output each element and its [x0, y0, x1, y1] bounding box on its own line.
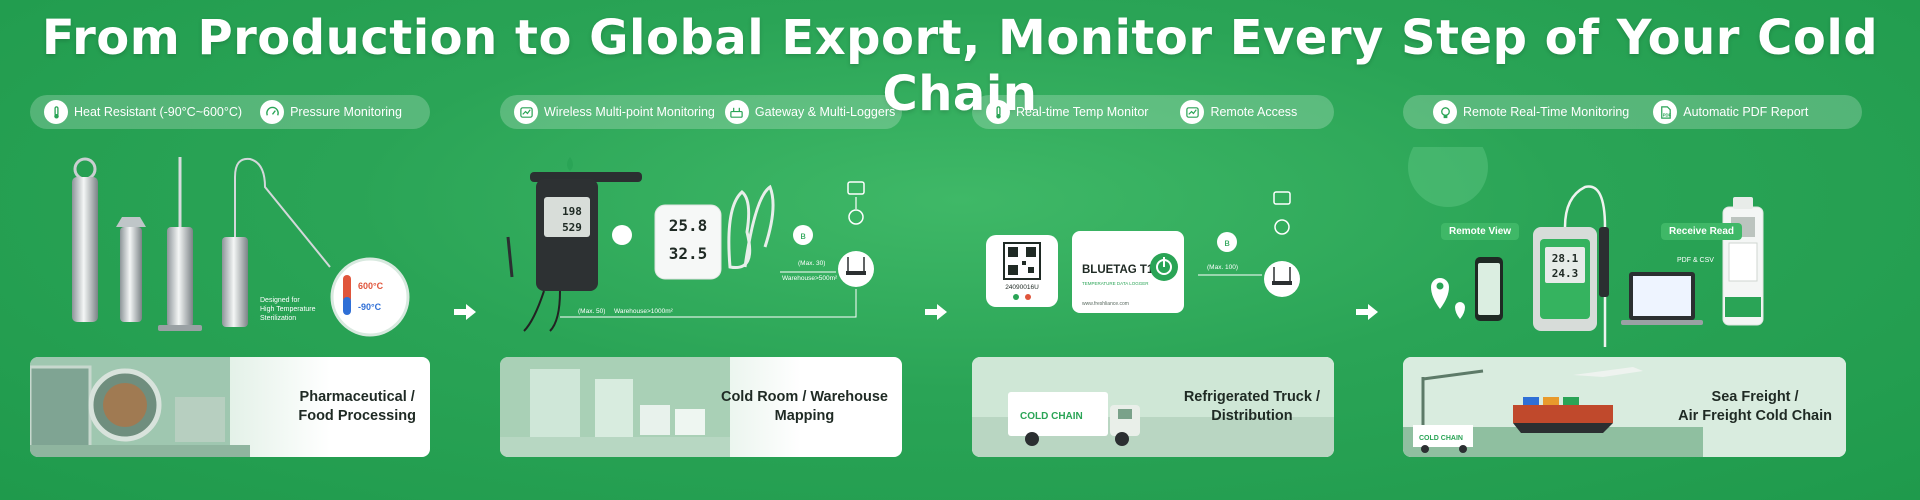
receive-read-tag: Receive Read: [1661, 223, 1743, 240]
pdf-csv-label: PDF & CSV: [1677, 257, 1714, 264]
scene-card-pharma: Pharmaceutical /Food Processing: [30, 357, 430, 457]
feature-pill: Remote Real-Time Monitoring PDF Automati…: [1403, 95, 1862, 129]
feature-wireless-monitoring: Wireless Multi-point Monitoring: [514, 100, 715, 124]
gauge-icon: [260, 100, 285, 124]
export-logger-product: 28.1 24.3 Remote View Receive Read PDF &…: [1403, 127, 1846, 347]
freight-image: COLD CHAIN: [1403, 357, 1846, 457]
warehouse-500-label: Warehouse>500m²: [782, 275, 838, 282]
max-100-label: (Max. 100): [1207, 264, 1238, 271]
truck-image: COLD CHAIN: [972, 357, 1334, 457]
arrow-right-icon: [454, 304, 476, 320]
max-30-label: (Max. 30): [798, 260, 825, 267]
thermometer-icon: [986, 100, 1010, 124]
factory-image: [30, 357, 250, 457]
hygrometer-top: 25.8: [669, 216, 708, 235]
feature-pdf-report: PDF Automatic PDF Report: [1653, 100, 1808, 124]
truck-label: COLD CHAIN: [1020, 411, 1083, 422]
wireless-chart-icon: [514, 100, 538, 124]
remote-chart-icon: [1180, 100, 1205, 124]
card-subtitle: TEMPERATURE DATA LOGGER: [1082, 281, 1149, 286]
svg-text:ʙ: ʙ: [1224, 238, 1230, 249]
warehouse-1000-label: Warehouse>1000m²: [614, 308, 674, 315]
gateway-logger-product: 198 529 25.8 32.5 ʙ (Max. 30) Warehouse>…: [500, 147, 902, 347]
scene-card-freight: COLD CHAIN Sea Freight /Air Freight Cold…: [1403, 357, 1846, 457]
feature-pill: Heat Resistant (-90°C~600°C) Pressure Mo…: [30, 95, 430, 129]
svg-text:PDF: PDF: [1662, 112, 1671, 117]
gauge-high-label: 600°C: [358, 281, 384, 291]
card-url: www.freshliance.com: [1082, 301, 1129, 307]
gateway-icon: [724, 100, 749, 124]
logger-top-reading: 28.1: [1552, 252, 1579, 265]
scene-label: Pharmaceutical /Food Processing: [298, 389, 416, 424]
feature-remote-monitoring: Remote Real-Time Monitoring: [1433, 100, 1629, 124]
hygrometer-bottom: 32.5: [669, 244, 708, 263]
tag-id: 24090016U: [1005, 284, 1039, 291]
logger-bottom-reading: 24.3: [1552, 267, 1579, 280]
feature-pressure-monitoring: Pressure Monitoring: [260, 100, 402, 124]
feature-pill: Wireless Multi-point Monitoring Gateway …: [500, 95, 902, 129]
feature-heat-resistant: Heat Resistant (-90°C~600°C): [44, 100, 242, 124]
bluetag-product: 24090016U BLUETAG T10 TEMPERATURE DATA L…: [972, 147, 1334, 347]
feature-realtime-temp: Real-time Temp Monitor: [986, 100, 1148, 124]
bulb-icon: [1433, 100, 1457, 124]
freight-truck-label: COLD CHAIN: [1419, 435, 1463, 442]
feature-remote-access: Remote Access: [1180, 100, 1297, 124]
page-headline: From Production to Global Export, Monito…: [41, 10, 1879, 122]
scene-label: Sea Freight /Air Freight Cold Chain: [1678, 389, 1832, 424]
feature-gateway: Gateway & Multi-Loggers: [724, 100, 895, 124]
logger-display-top: 198: [562, 205, 582, 218]
card-title: BLUETAG T10: [1082, 264, 1160, 276]
max-50-label: (Max. 50): [578, 308, 605, 315]
pdf-icon: PDF: [1653, 100, 1678, 124]
gauge-low-label: -90°C: [358, 302, 382, 312]
arrow-right-icon: [925, 304, 947, 320]
remote-view-tag: Remote View: [1441, 223, 1520, 240]
svg-text:ʙ: ʙ: [800, 231, 806, 242]
warehouse-image: [500, 357, 730, 457]
feature-pill: Real-time Temp Monitor Remote Access: [972, 95, 1334, 129]
thermometer-icon: [44, 100, 68, 124]
logger-display-bottom: 529: [562, 221, 582, 234]
scene-card-truck: COLD CHAIN Refrigerated Truck /Distribut…: [972, 357, 1334, 457]
bluetag-illustration: 24090016U BLUETAG T10 TEMPERATURE DATA L…: [986, 191, 1300, 313]
arrow-right-icon: [1356, 304, 1378, 320]
gateway-logger-illustration: 198 529 25.8 32.5 ʙ (Max. 30) Warehouse>…: [506, 157, 874, 332]
scene-label: Refrigerated Truck /Distribution: [1183, 389, 1320, 424]
export-logger-illustration: 28.1 24.3: [1408, 127, 1764, 347]
